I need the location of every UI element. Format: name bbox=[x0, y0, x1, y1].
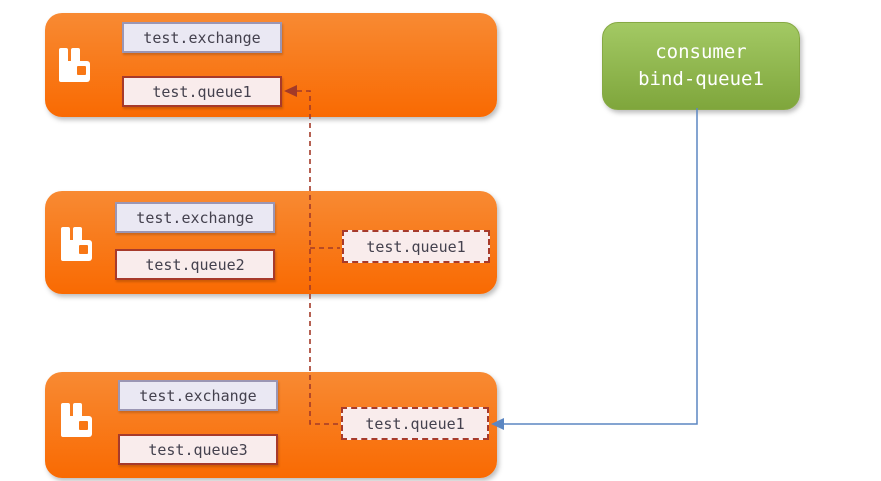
icon-hole bbox=[77, 66, 86, 75]
icon-hole bbox=[79, 245, 88, 254]
exchange-label: test.exchange bbox=[122, 22, 282, 53]
icon-hole bbox=[79, 421, 88, 430]
consumer-title: consumer bbox=[655, 41, 747, 64]
queue-label: test.queue2 bbox=[115, 249, 275, 280]
exchange-label: test.exchange bbox=[118, 380, 278, 411]
rabbitmq-icon bbox=[61, 227, 92, 261]
exchange-label: test.exchange bbox=[115, 202, 275, 233]
remote-queue-label: test.queue1 bbox=[342, 230, 490, 263]
consumer-box: consumer bind-queue1 bbox=[602, 22, 800, 110]
queue-label: test.queue3 bbox=[118, 434, 278, 465]
consumer-connector-line bbox=[503, 108, 698, 425]
rabbitmq-icon bbox=[59, 48, 90, 82]
remote-queue-label: test.queue1 bbox=[341, 407, 489, 440]
rabbitmq-icon bbox=[61, 403, 92, 437]
consumer-subtitle: bind-queue1 bbox=[638, 68, 764, 90]
queue-label: test.queue1 bbox=[122, 76, 282, 107]
